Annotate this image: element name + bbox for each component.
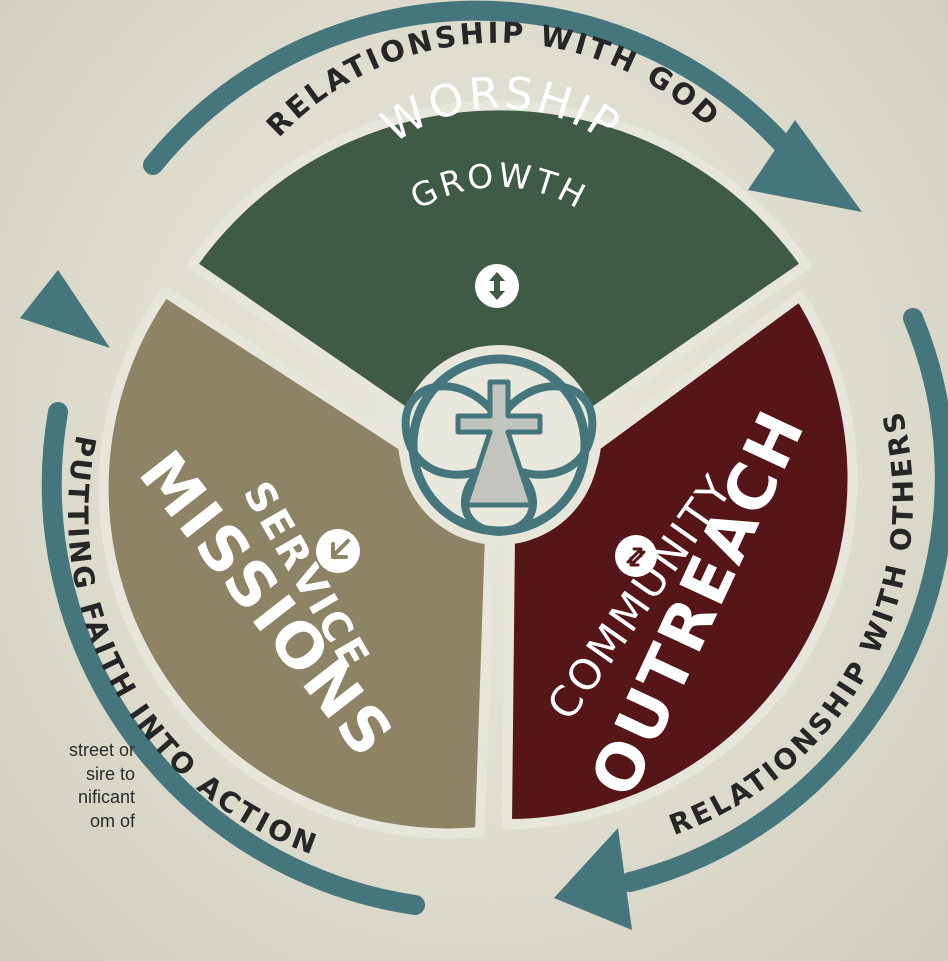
side-paragraph-fragment: street or sire to nificant om of [0, 739, 135, 833]
down-left-arrow-icon [316, 529, 360, 573]
cross-emblem-icon [399, 345, 599, 545]
right-cycle-arrow [620, 308, 948, 892]
side-text-line: sire to [85, 763, 135, 784]
top-cycle-arrow [143, 0, 805, 175]
cycle-arrows [20, 0, 948, 930]
side-text-line: om of [89, 810, 135, 831]
side-text-line: street or [68, 740, 135, 760]
top-arrowhead-icon [748, 120, 862, 212]
up-down-arrow-icon [475, 264, 519, 308]
left-cycle-arrow [41, 402, 425, 915]
right-arrowhead-icon [554, 828, 632, 930]
exchange-arrows-icon [615, 535, 657, 577]
left-arrowhead-icon [20, 270, 110, 348]
pie-segments [98, 100, 858, 839]
side-text-line: nificant [77, 787, 135, 807]
